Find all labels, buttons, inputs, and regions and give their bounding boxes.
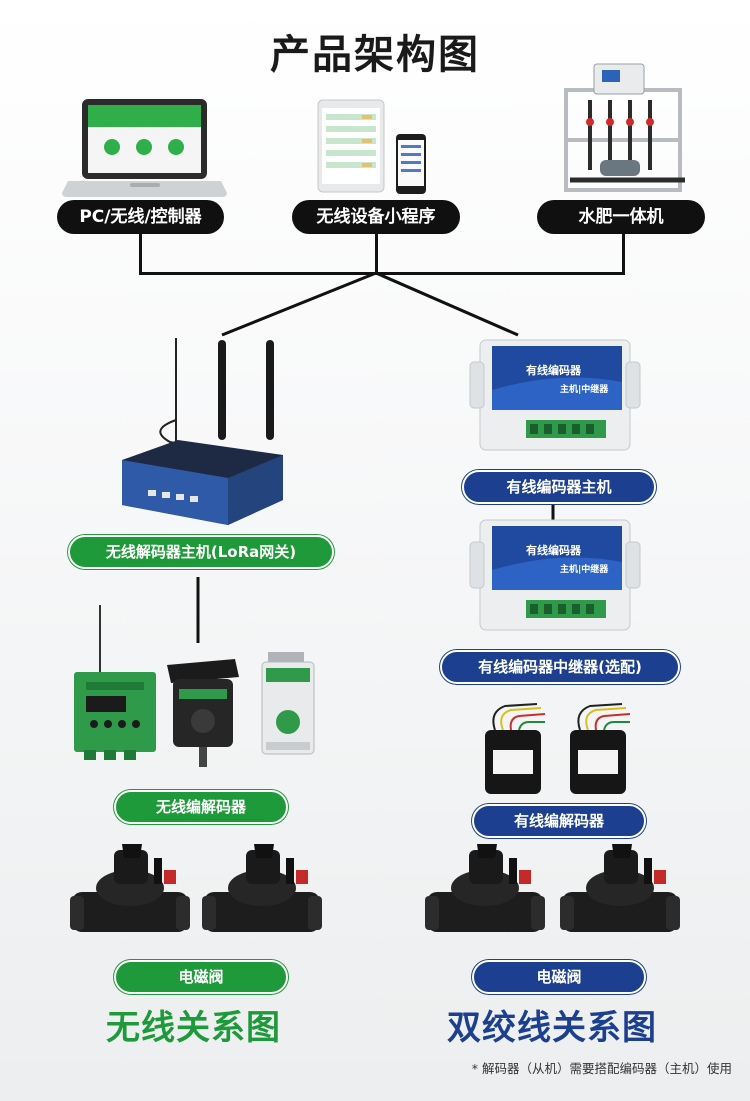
device-text: 主机|中继器 xyxy=(560,383,609,395)
fertigation-machine-image xyxy=(564,63,685,192)
tablet-phone-image xyxy=(317,99,426,194)
connector-line xyxy=(375,234,378,274)
miniapp-label: 无线设备小程序 xyxy=(292,200,460,234)
wired-repeater-image: 有线编码器 主机|中继器 xyxy=(469,519,641,631)
connector-line xyxy=(139,272,625,275)
wireless-module-image xyxy=(261,652,315,755)
fertigation-label: 水肥一体机 xyxy=(537,200,705,234)
solar-decoder-image xyxy=(167,659,239,767)
laptop-image xyxy=(62,99,227,197)
device-text: 有线编码器 xyxy=(526,543,582,557)
wired-repeater-label: 有线编码器中继器(选配) xyxy=(440,650,680,684)
wired-valve-label: 电磁阀 xyxy=(472,960,646,994)
wired-decoder-label: 有线编解码器 xyxy=(472,804,646,838)
device-text: 主机|中继器 xyxy=(560,563,609,575)
wired-caption: 双绞线关系图 xyxy=(447,1008,657,1048)
solenoid-valve-image xyxy=(425,844,545,932)
pc-controller-label: PC/无线/控制器 xyxy=(57,200,224,234)
wireless-valve-label: 电磁阀 xyxy=(114,960,288,994)
page-title: 产品架构图 xyxy=(270,32,480,78)
wireless-controller-image xyxy=(74,605,156,760)
footnote: * 解码器（从机）需要搭配编码器（主机）使用 xyxy=(471,1061,732,1076)
connector-line xyxy=(139,234,142,274)
wired-encoder-host-image: 有线编码器 主机|中继器 xyxy=(469,339,641,451)
solenoid-valve-image xyxy=(560,844,680,932)
wired-decoder-image xyxy=(485,703,546,794)
wireless-decoder-label: 无线编解码器 xyxy=(114,790,288,824)
device-text: 有线编码器 xyxy=(526,363,582,377)
solenoid-valve-image xyxy=(70,844,190,932)
connector-line xyxy=(622,234,625,274)
lora-gateway-label: 无线解码器主机(LoRa网关) xyxy=(68,535,334,569)
wired-host-label: 有线编码器主机 xyxy=(462,470,656,504)
lora-gateway-image xyxy=(122,338,283,525)
wired-decoder-image xyxy=(570,703,631,794)
wireless-caption: 无线关系图 xyxy=(106,1008,281,1048)
solenoid-valve-image xyxy=(202,844,322,932)
